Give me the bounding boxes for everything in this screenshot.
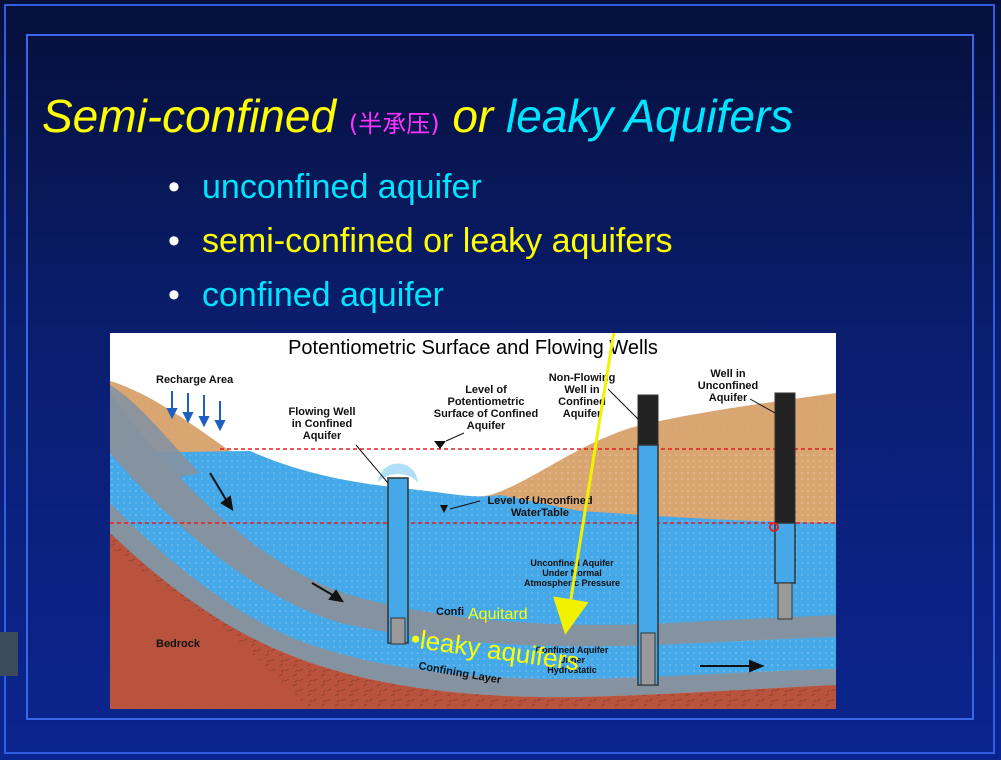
bullet-item-confined: • confined aquifer xyxy=(168,270,673,324)
diagram-title: Potentiometric Surface and Flowing Wells xyxy=(288,337,658,359)
diagram-header xyxy=(110,333,836,364)
bedrock-left xyxy=(110,548,310,709)
label-flowing-well-3: Aquifer xyxy=(303,430,342,442)
label-unconfined-well-1: Well in xyxy=(710,368,746,380)
bullet-text: unconfined aquifer xyxy=(202,168,482,206)
aquitard-layer xyxy=(110,393,836,647)
label-level-pot-1: Level of xyxy=(465,384,507,396)
confining-layer xyxy=(110,503,836,698)
label-non-flowing-1: Non-Flowing xyxy=(549,372,616,384)
bullet-item-unconfined: • unconfined aquifer xyxy=(168,162,673,216)
aquifer-diagram: Potentiometric Surface and Flowing Wells xyxy=(110,333,836,709)
title-chinese: (半承压) xyxy=(348,110,440,138)
label-non-flowing-3: Confined xyxy=(558,396,606,408)
slide-title: Semi-confined (半承压) or leaky Aquifers xyxy=(42,86,793,154)
label-flowing-well-1: Flowing Well xyxy=(288,406,355,418)
bullet-list: • unconfined aquifer • semi-confined or le… xyxy=(168,162,673,324)
label-recharge: Recharge Area xyxy=(156,374,234,386)
bullet-text: semi-confined or leaky aquifers xyxy=(202,222,673,260)
label-level-unconfined-2: WaterTable xyxy=(511,507,569,519)
label-non-flowing-2: Well in xyxy=(564,384,600,396)
label-unconfined-aquifer-2: Under Normal xyxy=(542,568,602,578)
label-confining: Confi xyxy=(436,606,464,618)
bullet-dot: • xyxy=(168,168,180,206)
label-flowing-well-2: in Confined xyxy=(292,418,353,430)
overlay-aquitard: Aquitard xyxy=(468,606,528,623)
label-confined-aquifer-1: Confined Aquifer xyxy=(536,645,609,655)
bullet-item-semi-confined: • semi-confined or leaky aquifers xyxy=(168,216,673,270)
slide-inner-border xyxy=(26,34,974,720)
title-semi-confined: Semi-confined xyxy=(42,90,349,142)
side-tab[interactable] xyxy=(0,632,18,676)
recharge-arrows-icon xyxy=(166,391,226,432)
label-unconfined-aquifer-1: Unconfined Aquifer xyxy=(530,558,614,568)
label-level-pot-4: Aquifer xyxy=(467,420,506,432)
title-or: or xyxy=(439,90,507,142)
label-level-pot-2: Potentiometric xyxy=(447,396,524,408)
label-level-pot-3: Surface of Confined xyxy=(434,408,539,420)
label-confined-aquifer-2: Under xyxy=(559,655,586,665)
level-marker-icon xyxy=(434,441,446,449)
label-confined-aquifer-3: Hydrostatic xyxy=(547,665,597,675)
slide-outer-border xyxy=(4,4,995,754)
flow-arrows-icon xyxy=(209,472,765,673)
pointer-arrow xyxy=(553,333,616,635)
bullet-text: confined aquifer xyxy=(202,276,444,314)
non-flowing-well-icon xyxy=(637,394,659,686)
label-unconfined-well-3: Aquifer xyxy=(709,392,748,404)
bullet-dot: • xyxy=(168,222,180,260)
water-table-marker-icon xyxy=(440,505,448,513)
label-non-flowing-4: Aquifer xyxy=(563,408,602,420)
flowing-well-icon xyxy=(378,463,418,645)
title-leaky-aquifers: leaky Aquifers xyxy=(506,90,794,142)
bullet-dot: • xyxy=(168,276,180,314)
label-bedrock: Bedrock xyxy=(156,638,201,650)
label-unconfined-well-2: Unconfined xyxy=(698,380,759,392)
label-level-unconfined-1: Level of Unconfined xyxy=(487,495,592,507)
unconfined-well-icon xyxy=(769,392,796,620)
